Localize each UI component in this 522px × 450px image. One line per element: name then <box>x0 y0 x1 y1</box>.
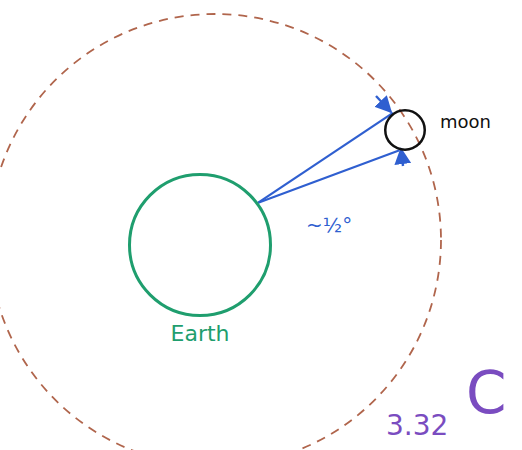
earth-circle: Earth <box>128 173 272 317</box>
pointer-arrow <box>401 149 403 166</box>
moon-circle: moon <box>384 109 426 151</box>
note-letter: C <box>466 360 507 427</box>
circle-outline <box>130 175 271 316</box>
sight-line <box>258 113 393 203</box>
moon-orbit <box>0 14 441 450</box>
node-label: moon <box>440 112 491 133</box>
sight-line <box>258 150 399 202</box>
note-number: 3.32 <box>386 410 448 442</box>
node-label: Earth <box>171 321 230 346</box>
circle-outline <box>128 173 272 317</box>
pointer-arrow <box>376 96 391 112</box>
circle-outline <box>384 109 426 151</box>
angle-label: ~½° <box>306 214 352 237</box>
circle-outline <box>385 110 425 150</box>
